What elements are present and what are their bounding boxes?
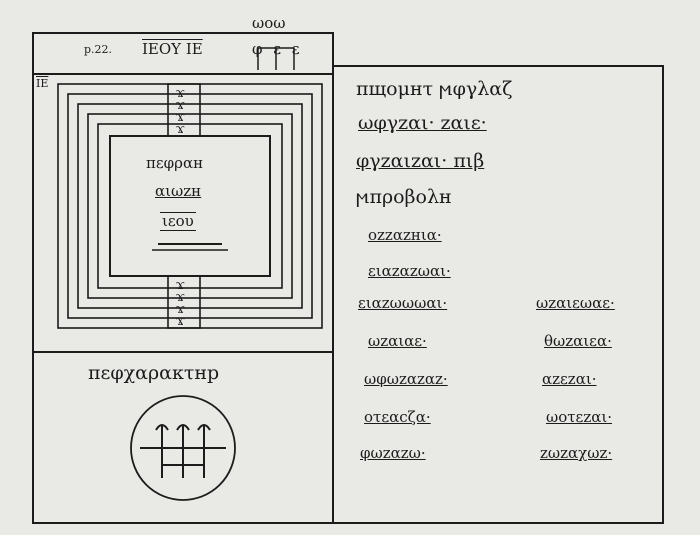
top-column [167, 83, 201, 137]
top-letters: ωοω [252, 14, 286, 32]
right-col-4: ωοτεzαι· [546, 408, 613, 426]
text-line-1: πщομнτ ϻφγλαζ [356, 78, 513, 100]
seal-line-3: ιεου [160, 212, 196, 231]
text-line-2: ωφγzαι· zαιε· [358, 112, 487, 134]
character-glyph [140, 424, 226, 478]
text-line-5: οzzαzнια· [368, 226, 442, 244]
right-col-5: zωzαχωz· [540, 444, 613, 462]
text-line-3: φγzαιzαι· πιβ [356, 150, 485, 172]
bottom-column [167, 275, 201, 329]
seal-line-2: αιωzн [155, 182, 202, 200]
left-col-1: ειαzωωωαι· [358, 294, 448, 312]
character-label: πεφχαρακτнр [88, 362, 220, 384]
left-col-2: ωzαιαε· [368, 332, 427, 350]
side-letters: φ ε ε [252, 40, 303, 58]
header-name: ΙΕΟΥ ΙΕ [142, 40, 203, 58]
seal-name: πεφραн [146, 154, 204, 172]
left-col-3: ωφωzαzαz· [364, 370, 448, 388]
character-circle [130, 395, 236, 501]
right-col-1: ωzαιεωαε· [536, 294, 615, 312]
left-col-5: φωzαzω· [360, 444, 426, 462]
page-reference: p.22. [84, 43, 113, 56]
text-line-6: ειαzαzωαι· [368, 262, 451, 280]
right-col-3: αzεzαι· [542, 370, 597, 388]
corner-mark: ΙΕ [36, 77, 49, 90]
text-panel-frame [332, 65, 664, 524]
right-col-2: θωzαιεα· [544, 332, 612, 350]
left-col-4: οτεαcζα· [364, 408, 431, 426]
text-line-4: ϻπροβολн [356, 186, 452, 208]
